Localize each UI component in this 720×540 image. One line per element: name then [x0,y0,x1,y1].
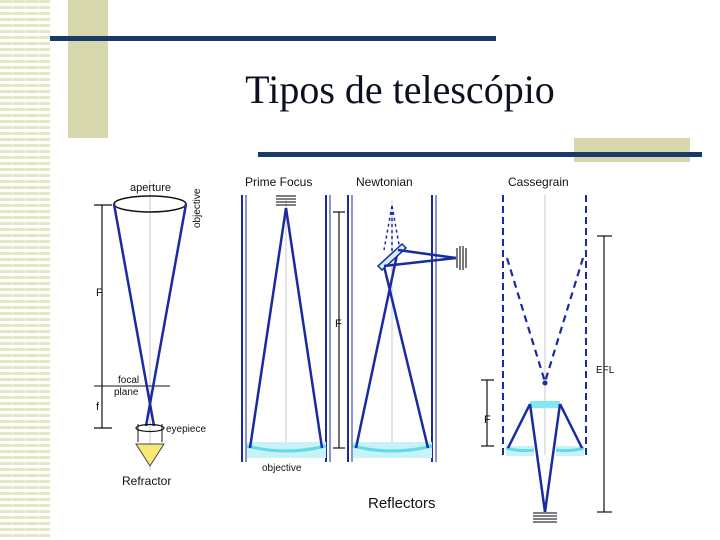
navy-bar-right [258,152,702,157]
prime-focus-heading: Prime Focus [245,175,312,189]
refractor-f-label: f [96,401,100,413]
plane-label: plane [114,387,139,398]
newtonian-primary-mirror [352,444,433,453]
eye-icon [135,443,165,467]
refractor-caption: Refractor [122,474,171,488]
cassegrain-diagram: Cassegrain EFL F [481,175,615,523]
refractor-F-label: F [96,287,103,299]
olive-block-right [574,138,690,162]
decorative-stripes-overlay [0,0,50,540]
focal-label: focal [118,375,139,386]
cassegrain-EFL-label: EFL [596,365,615,376]
slide-title: Tipos de telescópio [245,67,555,112]
newtonian-camera-icon [456,246,467,270]
cassegrain-secondary-mirror [530,401,560,408]
objective-label-vertical: objective [192,188,203,228]
cassegrain-primary-mirror-right [555,446,585,453]
olive-block-top [68,0,108,138]
prime-focus-diagram: Prime Focus objective [241,175,331,474]
cassegrain-F-label: F [484,414,491,426]
newtonian-heading: Newtonian [356,175,413,189]
refractor-diagram: aperture objective F focal plane f eyepi… [94,180,206,488]
newtonian-F-label: F [335,318,342,330]
prime-focus-mirror [246,444,327,453]
prime-focus-objective-label: objective [262,463,302,474]
eyepiece-label: eyepiece [166,424,206,435]
reflectors-caption: Reflectors [368,495,436,512]
newtonian-diagram: Newtonian F Reflectors [333,175,467,512]
aperture-label: aperture [130,182,171,194]
cassegrain-primary-mirror-left [505,446,535,453]
cassegrain-camera-icon [533,512,557,523]
navy-bar-top [50,36,496,41]
eyepiece-lens-shape [135,423,165,433]
prime-focus-camera-icon [276,195,296,206]
cassegrain-heading: Cassegrain [508,175,569,189]
